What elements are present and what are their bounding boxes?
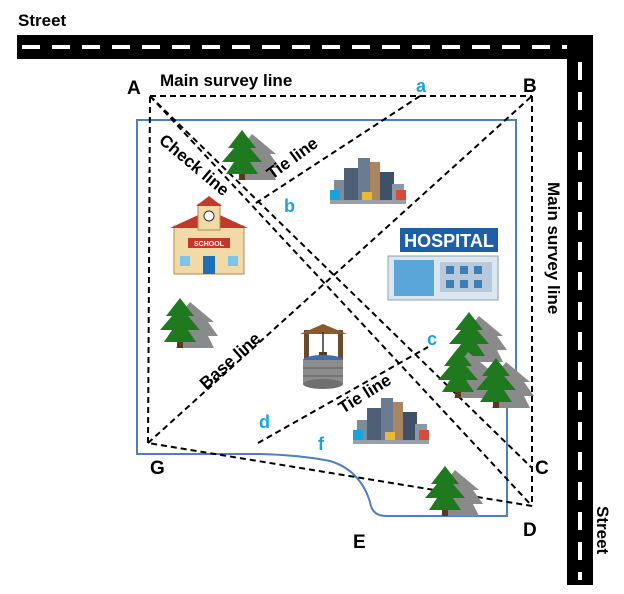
top-street bbox=[17, 35, 577, 59]
school-icon: SCHOOL bbox=[170, 196, 248, 275]
tree-icon bbox=[160, 298, 218, 348]
main-survey-line-right-label: Main survey line bbox=[544, 182, 563, 314]
city-buildings-icon bbox=[330, 158, 406, 204]
tree-icon bbox=[425, 466, 483, 516]
point-g: G bbox=[150, 458, 165, 479]
tie-line-upper bbox=[252, 95, 421, 206]
point-a: A bbox=[127, 78, 141, 99]
property-boundary bbox=[136, 119, 517, 517]
line-g-to-a bbox=[147, 95, 151, 444]
point-b: B bbox=[523, 76, 537, 97]
hospital-icon: HOSPITAL bbox=[387, 228, 499, 301]
right-street bbox=[567, 35, 593, 585]
point-c: C bbox=[535, 458, 549, 479]
station-d: d bbox=[259, 412, 270, 432]
station-a: a bbox=[416, 76, 427, 96]
check-line-label: Check line bbox=[155, 131, 232, 200]
street-label-right: Street bbox=[593, 506, 612, 555]
main-survey-line-top-label: Main survey line bbox=[160, 71, 292, 90]
base-line bbox=[147, 95, 533, 444]
station-f: f bbox=[318, 434, 325, 454]
diagonal-a-to-d bbox=[149, 95, 533, 507]
tree-icon bbox=[476, 358, 534, 408]
hospital-sign: HOSPITAL bbox=[404, 231, 494, 251]
point-d: D bbox=[523, 520, 537, 541]
street-label-top: Street bbox=[18, 11, 67, 30]
station-c: c bbox=[427, 329, 437, 349]
tie-line-lower bbox=[257, 346, 429, 444]
point-e: E bbox=[353, 532, 366, 553]
school-sign: SCHOOL bbox=[194, 241, 225, 248]
well-icon bbox=[300, 324, 347, 389]
station-b: b bbox=[284, 196, 295, 216]
check-line bbox=[149, 95, 533, 469]
